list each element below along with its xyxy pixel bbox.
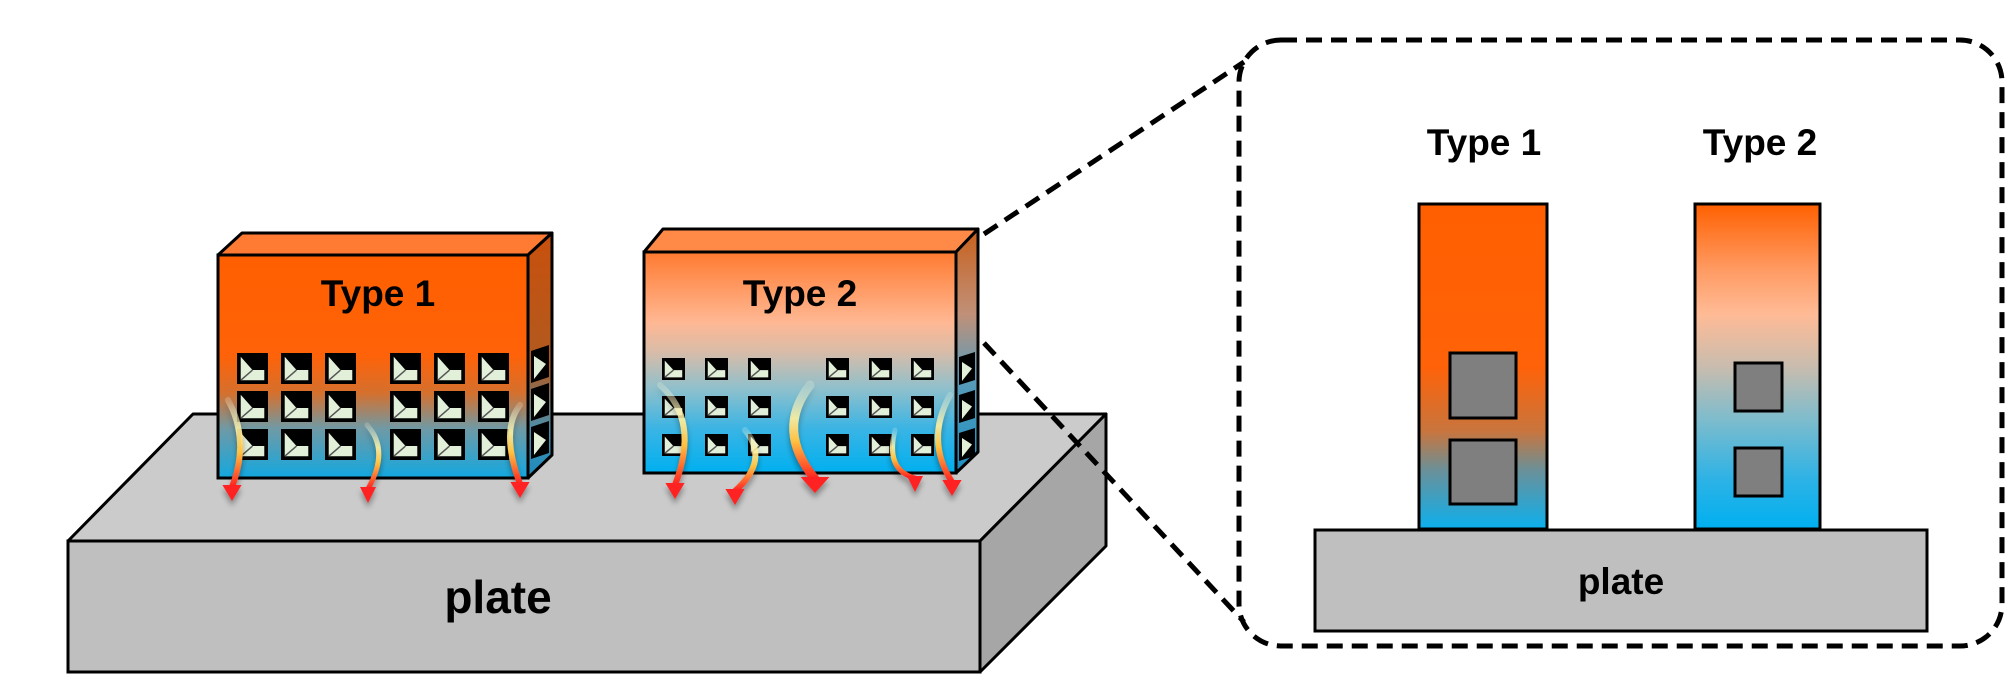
heat-arrow (507, 402, 530, 498)
building-1-front (216, 253, 530, 480)
window (869, 434, 892, 456)
building-type-1: Type 1 (216, 231, 554, 480)
building-1-label: Type 1 (321, 273, 435, 314)
building-2-front (642, 250, 958, 475)
window (705, 358, 728, 380)
zoom-callout-lines (982, 59, 1246, 624)
heat-arrow (890, 427, 923, 492)
window (748, 396, 771, 418)
window (281, 429, 312, 460)
building-1-side-windows (531, 345, 549, 459)
plate-label: plate (444, 571, 551, 623)
detail-pillar-type-1: Type 1 (1417, 122, 1549, 531)
window (869, 358, 892, 380)
building-2-windows (662, 358, 934, 456)
window (390, 391, 421, 422)
window (478, 353, 509, 384)
window (826, 396, 849, 418)
window (869, 396, 892, 418)
window (325, 353, 356, 384)
building-type-2: Type 2 (642, 227, 980, 475)
detail-plate-body (1313, 528, 1929, 633)
heat-arrow (222, 397, 244, 501)
pillar-1-cell-bottom (1448, 438, 1518, 506)
heat-arrow (360, 422, 382, 503)
building-2-roof (642, 227, 980, 254)
heat-flow-arrows (222, 380, 962, 505)
window (434, 391, 465, 422)
window (434, 353, 465, 384)
detail-plate: plate (1313, 528, 1929, 633)
callout-line-top (982, 59, 1246, 237)
pillar-1-cell-top (1448, 351, 1518, 420)
plate-front-face (66, 539, 982, 674)
window (434, 429, 465, 460)
building-2-side-windows (959, 352, 975, 461)
window (237, 353, 268, 384)
building-2-label: Type 2 (743, 273, 857, 314)
pillar-1-label: Type 1 (1427, 122, 1541, 163)
window (662, 358, 685, 380)
pillar-2-cell-top (1733, 361, 1784, 413)
window (325, 429, 356, 460)
window (237, 391, 268, 422)
window (281, 391, 312, 422)
window (911, 434, 934, 456)
side-window (531, 345, 549, 383)
side-window (959, 390, 975, 423)
window (911, 358, 934, 380)
detail-plate-label: plate (1578, 561, 1664, 602)
detail-pillar-type-2: Type 2 (1693, 122, 1822, 531)
heat-arrow (935, 392, 962, 496)
window (325, 391, 356, 422)
window (826, 358, 849, 380)
pillar-2-cell-bottom (1733, 446, 1784, 498)
side-window (959, 428, 975, 461)
window (705, 396, 728, 418)
window (911, 396, 934, 418)
heat-arrow (657, 382, 688, 499)
building-1-roof (216, 231, 554, 257)
side-window (531, 421, 549, 459)
window (826, 434, 849, 456)
window (478, 429, 509, 460)
window (748, 358, 771, 380)
callout-line-bottom (982, 341, 1246, 624)
side-window (959, 352, 975, 385)
side-window (531, 383, 549, 421)
window (662, 434, 685, 456)
heat-arrow (789, 380, 830, 493)
pillar-2-label: Type 2 (1703, 122, 1817, 163)
window (390, 353, 421, 384)
building-1-windows (237, 353, 509, 460)
detail-panel-frame (1236, 37, 2005, 649)
window (478, 391, 509, 422)
window (705, 434, 728, 456)
heat-arrow (725, 427, 759, 505)
window (281, 353, 312, 384)
window (390, 429, 421, 460)
